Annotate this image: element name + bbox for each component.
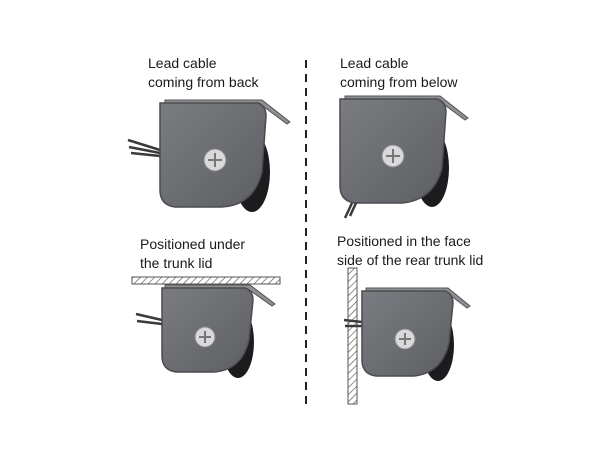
camera-bottom-right [343,267,471,405]
lead-cable-below [343,202,358,219]
trunk-lid-surface [131,276,281,285]
caption-top-left-line1: Lead cable [148,55,217,71]
caption-bottom-right-line1: Positioned in the face [337,233,471,249]
screw-icon [194,326,216,348]
lead-cable-back [127,138,161,158]
caption-bottom-right-line2: side of the rear trunk lid [337,252,484,268]
screw-icon [381,144,405,168]
caption-top-right-line1: Lead cable [340,55,409,71]
caption-bottom-left-line2: the trunk lid [140,255,213,271]
caption-top-right-line2: coming from below [340,74,458,90]
caption-bottom-left-line1: Positioned under [140,236,246,252]
camera-top-left [127,99,291,212]
caption-bottom-right: Positioned in the face side of the rear … [337,232,483,270]
trunk-lid-surface [347,267,358,405]
caption-bottom-left: Positioned under the trunk lid [140,235,245,273]
lead-cable-back [343,318,363,328]
caption-top-left: Lead cable coming from back [148,54,258,92]
screw-icon [203,148,227,172]
caption-top-right: Lead cable coming from below [340,54,458,92]
lead-cable-back [135,312,163,326]
screw-icon [394,328,416,350]
camera-bottom-left [131,276,281,378]
camera-top-right [339,95,469,219]
caption-top-left-line2: coming from back [148,74,259,90]
